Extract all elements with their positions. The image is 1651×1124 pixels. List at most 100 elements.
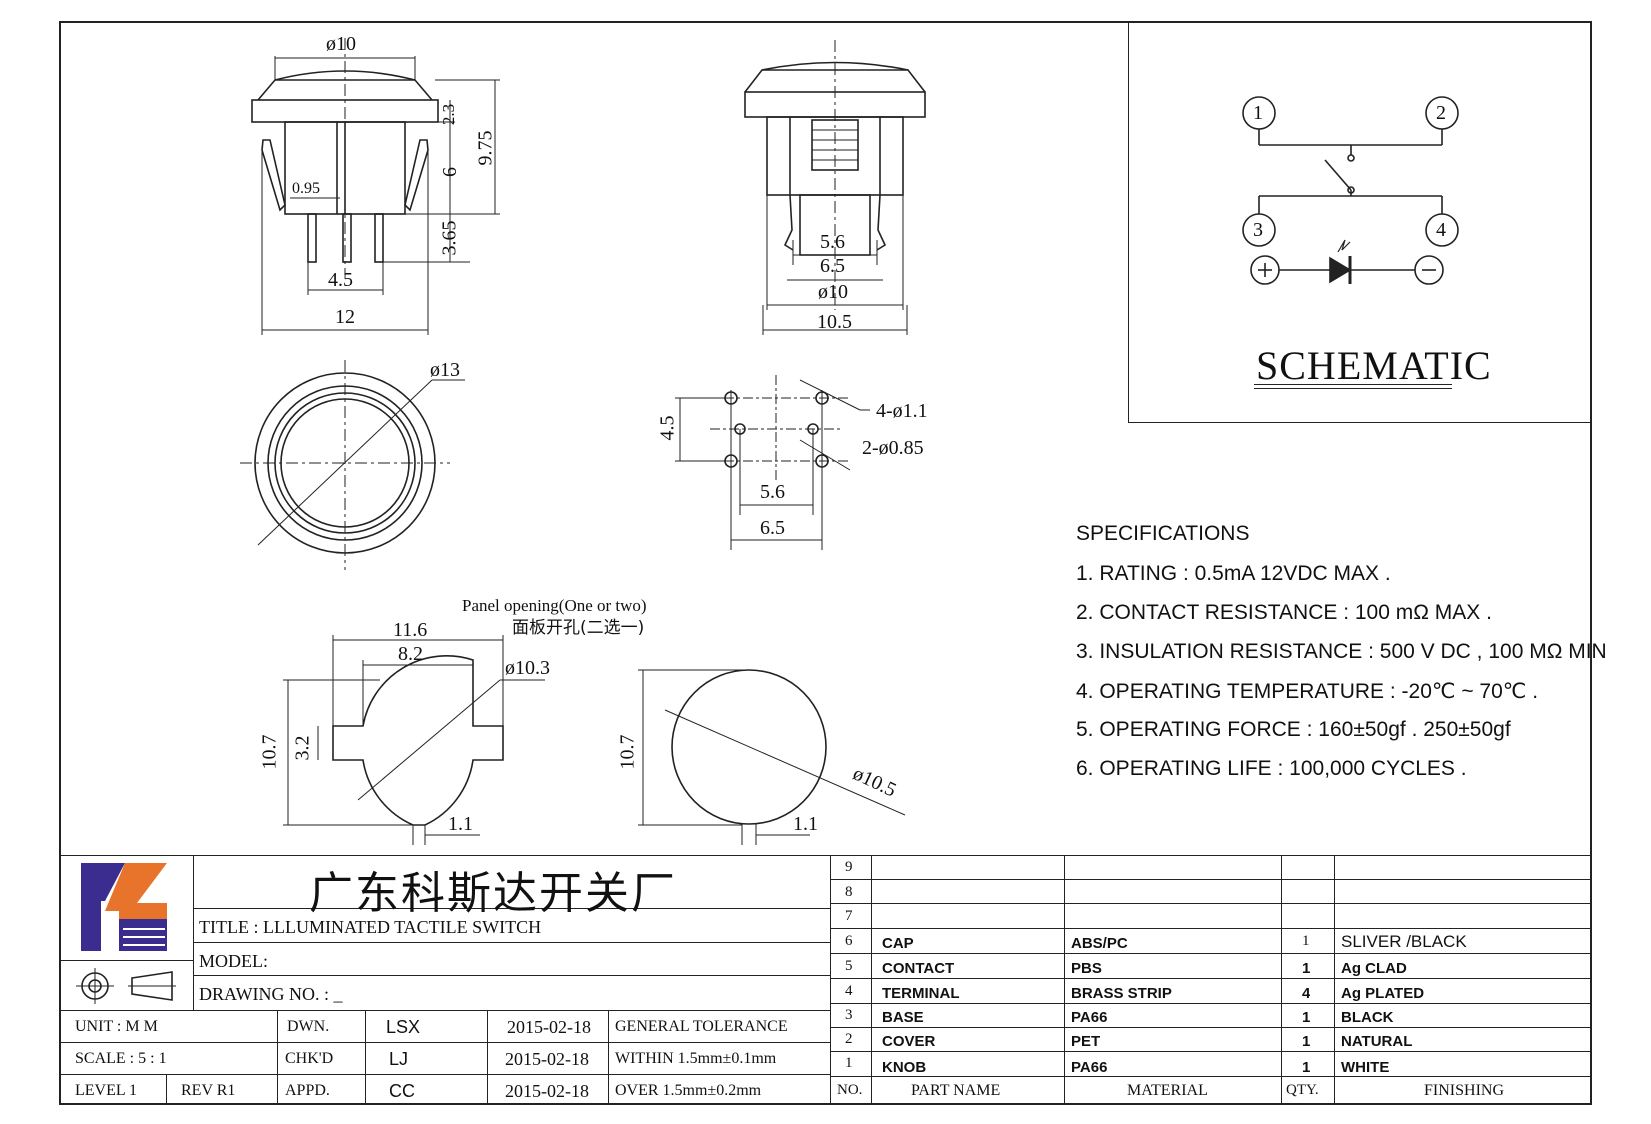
- bom-material: BRASS STRIP: [1071, 985, 1172, 1002]
- bom-row-number: 2: [845, 1031, 853, 1047]
- bom-finishing: SLIVER /BLACK: [1341, 932, 1467, 951]
- panel-dim-1-1: 1.1: [448, 813, 473, 835]
- bom-material: PET: [1071, 1033, 1101, 1050]
- drawn-label: DWN.: [287, 1018, 330, 1035]
- projection-symbol: [76, 968, 176, 1004]
- approved-by: CC: [389, 1081, 415, 1101]
- panel-dim-3-2: 3.2: [291, 735, 314, 761]
- pcb-holes-small: 2-ø0.85: [862, 437, 924, 459]
- spec-item: 2. CONTACT RESISTANCE : 100 mΩ MAX .: [1076, 601, 1492, 624]
- pcb-dim-6-5: 6.5: [760, 517, 785, 539]
- bom-row-number: 6: [845, 933, 853, 949]
- scale-field: SCALE : 5 : 1: [75, 1050, 167, 1067]
- company-logo: [81, 863, 167, 951]
- side-dim-0-95: 0.95: [292, 180, 320, 197]
- pin-4-label: 4: [1436, 219, 1446, 241]
- drawn-date: 2015-02-18: [507, 1017, 591, 1037]
- drawing-frame: [59, 21, 1592, 1105]
- drawing-number-field: DRAWING NO. : _: [199, 984, 343, 1004]
- pin-2-label: 2: [1436, 102, 1446, 124]
- side-dim-12: 12: [335, 306, 355, 328]
- spec-item: 3. INSULATION RESISTANCE : 500 V DC , 10…: [1076, 640, 1607, 663]
- bom-part-name: COVER: [882, 1033, 936, 1050]
- panel-note-zh: 面板开孔(二选一): [512, 618, 645, 638]
- pcb-dim-4-5: 4.5: [656, 415, 679, 441]
- spec-item: 4. OPERATING TEMPERATURE : -20℃ ~ 70℃ .: [1076, 680, 1539, 703]
- bom-part-name: BASE: [882, 1009, 924, 1026]
- bom-qty: 1: [1302, 1059, 1311, 1076]
- bom-part-name: CAP: [882, 935, 914, 952]
- tolerance-general: GENERAL TOLERANCE: [615, 1018, 788, 1035]
- bom-row-number: 1: [845, 1055, 853, 1071]
- bom-header-finishing: FINISHING: [1424, 1082, 1504, 1099]
- bom-row-number: 8: [845, 884, 853, 900]
- approved-date: 2015-02-18: [505, 1081, 589, 1101]
- bom-material: ABS/PC: [1071, 935, 1128, 952]
- side-dim-9-75: 9.75: [474, 130, 497, 166]
- schematic-box: [1128, 21, 1592, 423]
- bom-finishing: Ag CLAD: [1341, 960, 1407, 977]
- bom-row-number: 9: [845, 859, 853, 875]
- top-diameter-13: ø13: [430, 359, 460, 381]
- tolerance-over: OVER 1.5mm±0.2mm: [615, 1082, 762, 1099]
- bom-qty: 1: [1302, 1033, 1311, 1050]
- front-dim-10-5: 10.5: [817, 311, 852, 333]
- checked-label: CHK'D: [285, 1050, 334, 1067]
- bom-qty: 1: [1302, 960, 1311, 977]
- unit-field: UNIT : M M: [75, 1018, 158, 1035]
- bom-part-name: TERMINAL: [882, 985, 960, 1002]
- panel-opening-round: [638, 669, 906, 845]
- panel2-dim-10-7: 10.7: [616, 734, 639, 770]
- bom-header-qty: QTY.: [1286, 1082, 1319, 1098]
- panel-dim-11-6: 11.6: [393, 619, 428, 641]
- panel-dim-8-2: 8.2: [398, 643, 423, 665]
- bom-row-number: 7: [845, 908, 853, 924]
- bom-finishing: WHITE: [1341, 1059, 1390, 1076]
- bom-finishing: NATURAL: [1341, 1033, 1413, 1050]
- bom-qty: 4: [1302, 985, 1311, 1002]
- level-field: LEVEL 1: [75, 1082, 138, 1099]
- spec-item: 1. RATING : 0.5mA 12VDC MAX .: [1076, 562, 1391, 585]
- pcb-layout: [675, 375, 870, 550]
- panel-opening-keyed: [283, 635, 545, 845]
- bom-material: PA66: [1071, 1059, 1108, 1076]
- pin-1-label: 1: [1253, 102, 1263, 124]
- schematic-title: SCHEMATIC: [1256, 343, 1492, 388]
- panel-dim-10-7: 10.7: [258, 734, 281, 770]
- side-top-diameter: ø10: [326, 33, 356, 55]
- specifications-title: SPECIFICATIONS: [1076, 522, 1250, 545]
- front-view: [744, 40, 926, 335]
- bom-part-name: CONTACT: [882, 960, 955, 977]
- bom-row-number: 5: [845, 958, 853, 974]
- title-block: 广东科斯达开关厂 TITLE : LLLUMINATED TACTILE SWI…: [59, 855, 1592, 1105]
- schematic-underline-2: [1254, 388, 1452, 389]
- bom-material: PA66: [1071, 1009, 1108, 1026]
- bom-row-number: 3: [845, 1007, 853, 1023]
- bom-material: PBS: [1071, 960, 1102, 977]
- tolerance-within: WITHIN 1.5mm±0.1mm: [615, 1050, 777, 1067]
- spec-item: 6. OPERATING LIFE : 100,000 CYCLES .: [1076, 757, 1467, 780]
- spec-item: 5. OPERATING FORCE : 160±50gf . 250±50gf: [1076, 718, 1511, 741]
- bom-header-part-name: PART NAME: [911, 1082, 1001, 1099]
- revision-field: REV R1: [181, 1082, 236, 1099]
- drawing-title: TITLE : LLLUMINATED TACTILE SWITCH: [199, 917, 542, 937]
- schematic-diagram: [1242, 96, 1459, 285]
- side-dim-3-65: 3.65: [438, 220, 461, 256]
- bom-row-number: 4: [845, 983, 853, 999]
- front-dim-5-6: 5.6: [820, 231, 845, 253]
- bom-header-material: MATERIAL: [1127, 1082, 1208, 1099]
- drawn-by: LSX: [386, 1017, 421, 1037]
- panel-note-en: Panel opening(One or two): [462, 596, 647, 615]
- bom-finishing: BLACK: [1341, 1009, 1394, 1026]
- bom-qty: 1: [1302, 933, 1310, 949]
- side-dim-4-5: 4.5: [328, 269, 353, 291]
- bom-part-name: KNOB: [882, 1059, 927, 1076]
- side-dim-6: 6: [439, 167, 461, 177]
- bom-qty: 1: [1302, 1009, 1311, 1026]
- model-field: MODEL:: [199, 951, 268, 971]
- front-dim-6-5: 6.5: [820, 255, 845, 277]
- top-view: [240, 360, 465, 570]
- checked-date: 2015-02-18: [505, 1049, 589, 1069]
- pin-3-label: 3: [1253, 219, 1263, 241]
